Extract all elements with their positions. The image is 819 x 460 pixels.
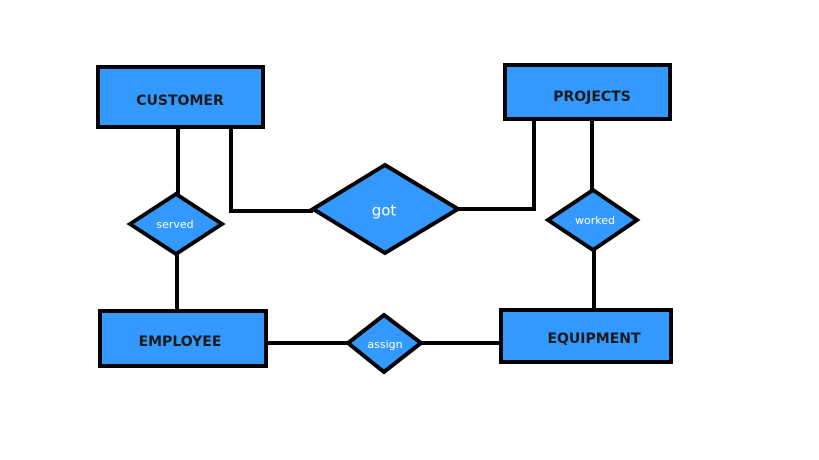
relationship-label: got: [372, 202, 397, 220]
relationship-label: worked: [575, 214, 615, 227]
entity-box: [503, 63, 672, 121]
connector-customer-got: [229, 127, 313, 213]
relationship-diamond: [344, 312, 425, 375]
entity-label: EMPLOYEE: [139, 334, 222, 350]
entity-label: CUSTOMER: [136, 93, 224, 109]
relationship-assign: assign: [344, 312, 425, 375]
relationship-diamond: [126, 191, 226, 257]
connectors: [175, 115, 596, 345]
relationship-diamond: [309, 162, 462, 256]
entity-box: [499, 308, 673, 364]
entity-employee: EMPLOYEE: [98, 309, 268, 368]
entity-label: PROJECTS: [553, 89, 631, 105]
relationship-served: served: [126, 191, 226, 257]
relationship-diamond: [544, 187, 641, 253]
relationship-worked: worked: [544, 187, 641, 253]
entity-equipment: EQUIPMENT: [499, 308, 673, 364]
entity-box: [96, 65, 265, 129]
entity-customer: CUSTOMER: [96, 65, 265, 129]
connector-got-projects: [458, 120, 536, 211]
entity-label: EQUIPMENT: [547, 331, 641, 347]
relationship-label: assign: [367, 338, 402, 351]
relationship-got: got: [309, 162, 462, 256]
entity-box: [98, 309, 268, 368]
entity-projects: PROJECTS: [503, 63, 672, 121]
relationship-label: served: [156, 218, 193, 231]
